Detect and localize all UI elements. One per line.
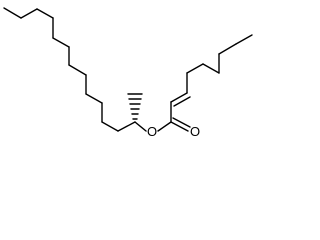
ether-oxygen-label: O: [147, 124, 157, 139]
chain-bond-7: [68, 64, 87, 76]
chain-bond-2: [20, 8, 38, 19]
chain-bond-5: [52, 37, 70, 48]
bond-c-ether-oxygen: [134, 121, 147, 132]
bond-alkene-5: [202, 63, 220, 74]
chain-bond-12: [117, 121, 136, 132]
bond-alkene-4: [186, 63, 204, 74]
bond-alkene-7: [218, 43, 237, 55]
chain-bond-1: [3, 7, 22, 19]
carbonyl-oxygen-label: O: [190, 124, 200, 139]
chain-bond-3: [36, 8, 54, 19]
structure-canvas: O O: [0, 0, 254, 151]
stereo-hashed-wedge: [127, 93, 143, 120]
bond-alkene-8: [235, 34, 253, 45]
molecule-diagram: O O: [3, 7, 253, 139]
bond-carbonyl-double-2: [172, 117, 191, 128]
chain-bond-9: [85, 93, 103, 104]
bond-carbonyl-double-1: [170, 121, 189, 132]
bond-ether-oxygen-carbonyl-carbon: [157, 121, 172, 132]
chain-bond-11: [101, 121, 119, 132]
bond-alkene-1: [170, 92, 188, 103]
bond-alkene-2: [173, 96, 191, 107]
